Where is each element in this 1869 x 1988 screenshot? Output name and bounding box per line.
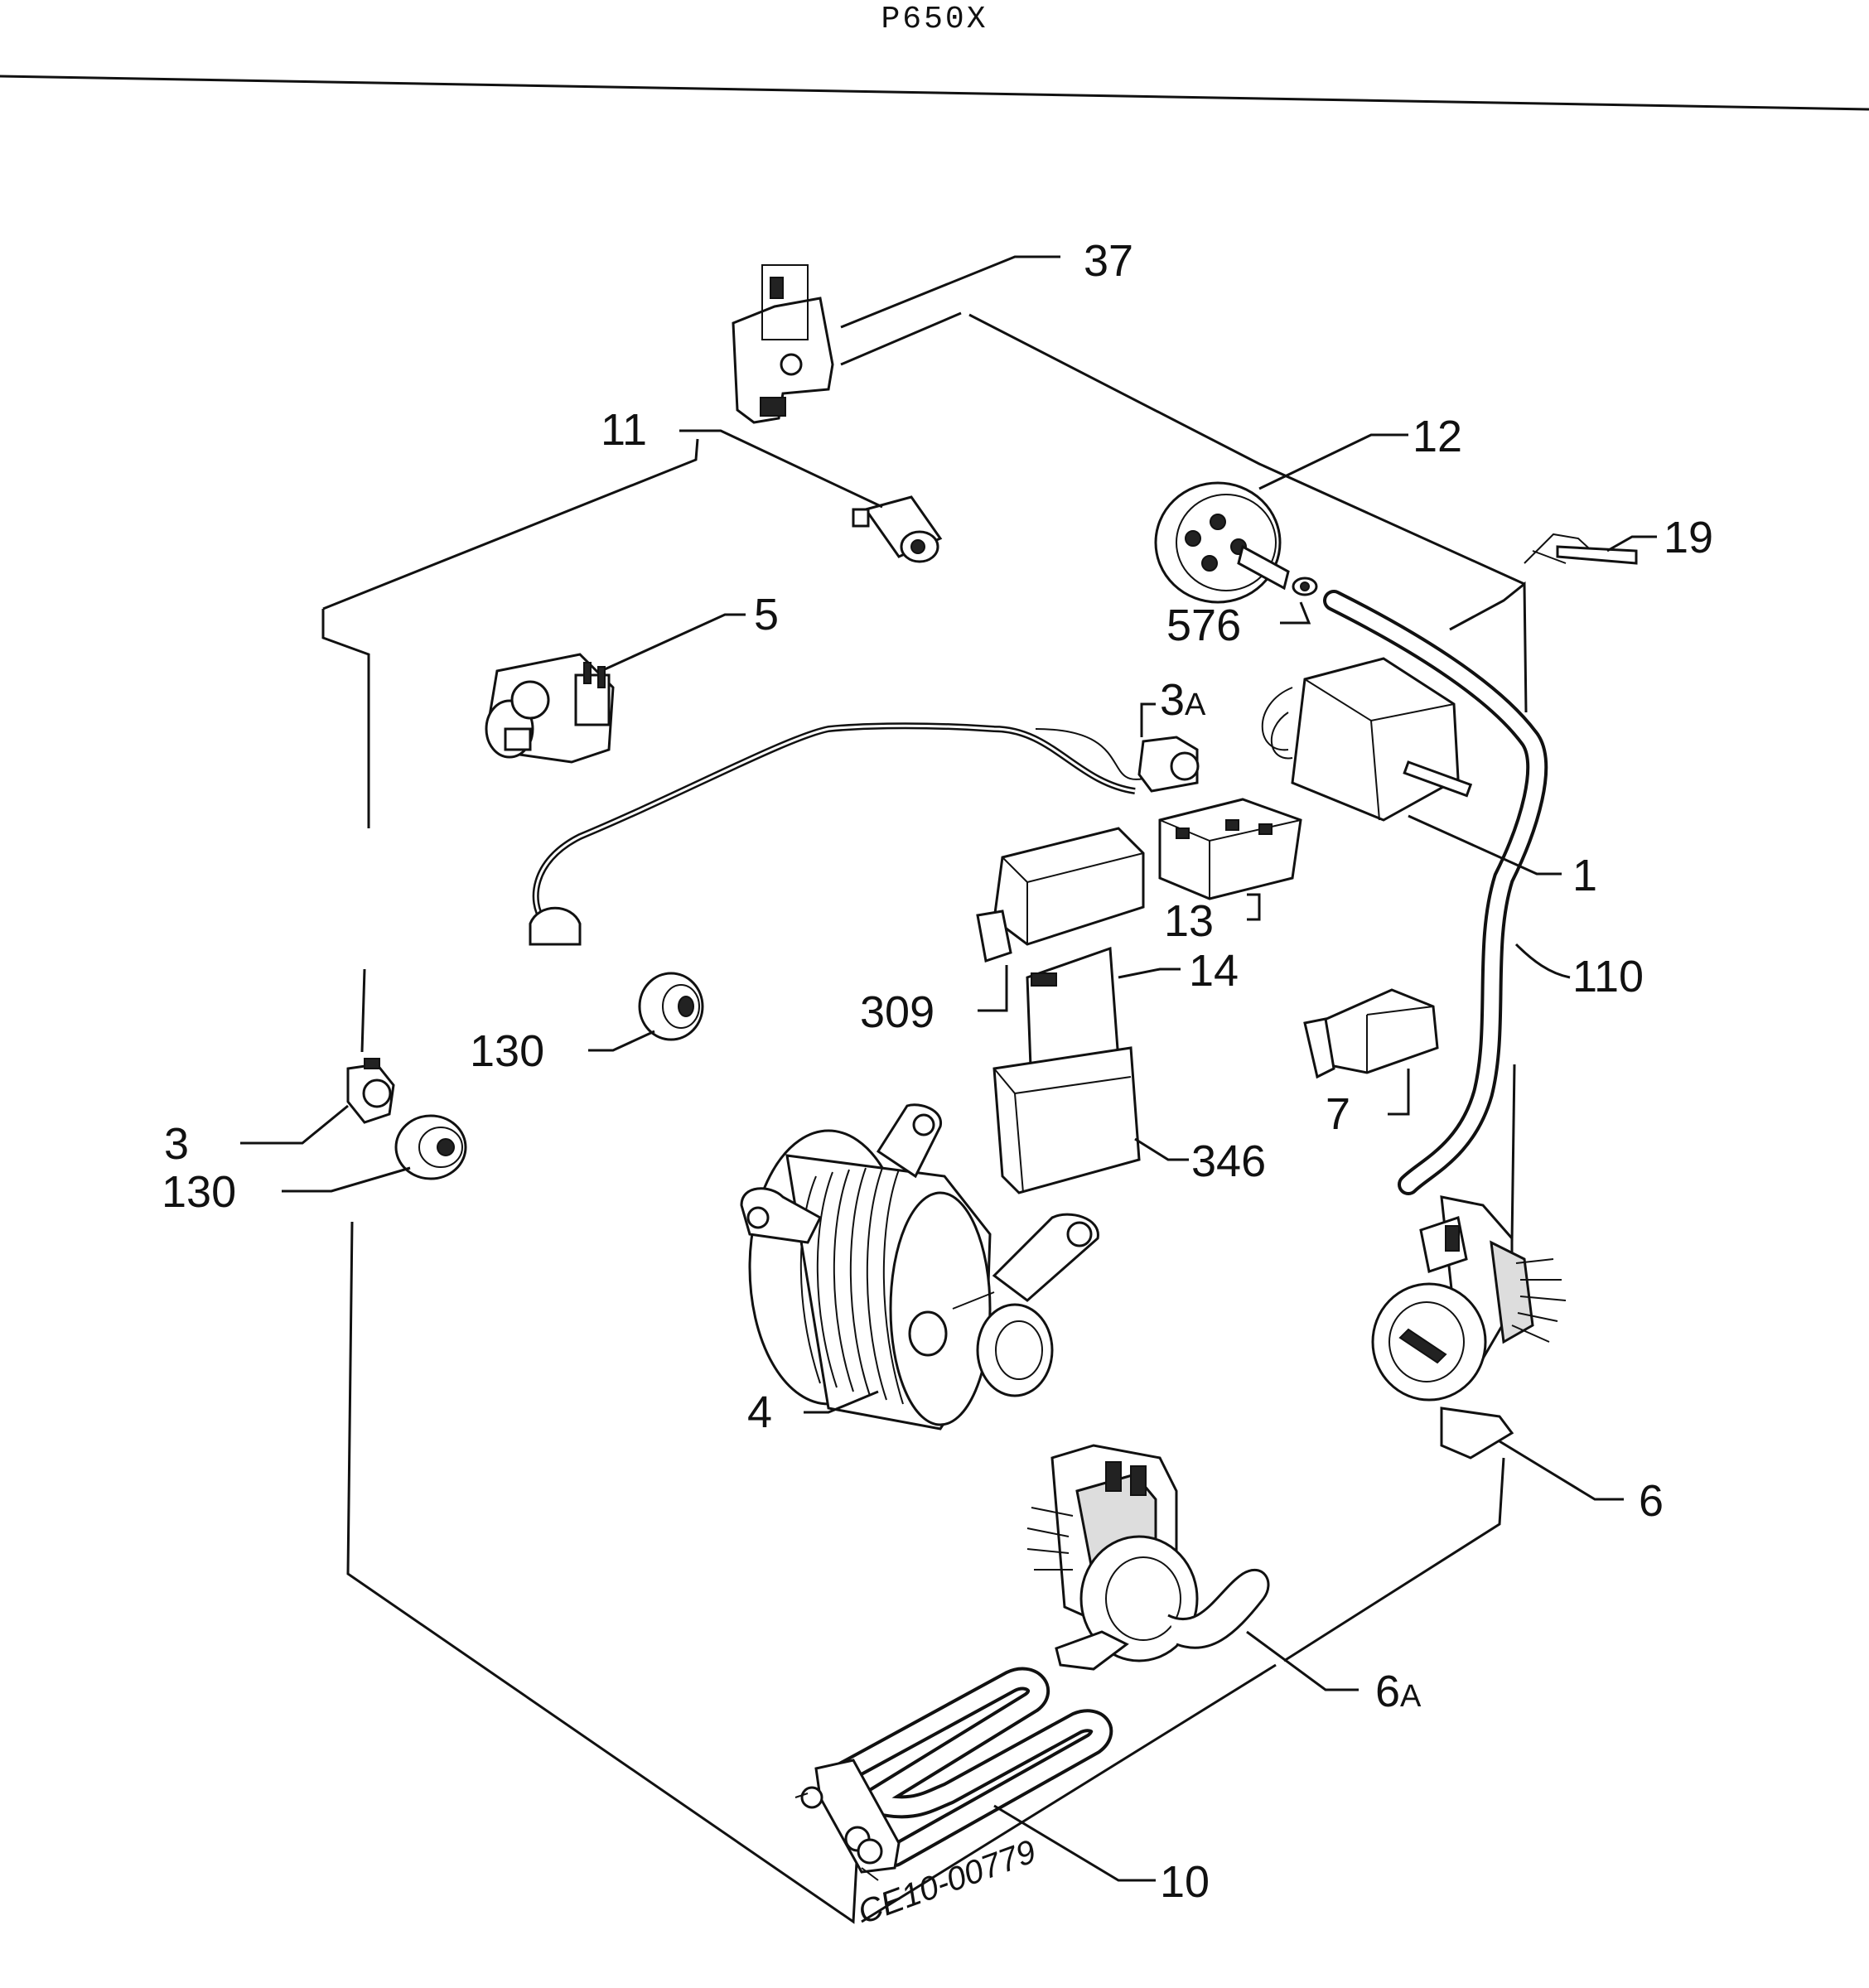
leader-12 [1258, 433, 1408, 490]
label-10: 10 [1160, 1857, 1210, 1907]
leader-6a [1246, 1630, 1359, 1691]
header-rule [0, 75, 1869, 111]
part-10-heating-element [794, 1667, 1113, 1881]
leader-3a [1140, 702, 1156, 737]
label-3a: 3A [1160, 678, 1205, 722]
leader-346 [1134, 1137, 1189, 1161]
label-5: 5 [754, 590, 780, 639]
label-309: 309 [860, 987, 935, 1037]
label-11: 11 [601, 405, 648, 455]
label-576: 576 [1166, 601, 1242, 650]
leader-576 [1280, 601, 1311, 625]
label-7: 7 [1326, 1089, 1351, 1139]
part-12-pressure-switch [1154, 481, 1290, 604]
leader-14 [1118, 967, 1181, 979]
part-1-programme-timer [1261, 657, 1473, 822]
leader-11 [679, 429, 883, 509]
part-346-housing [992, 1046, 1141, 1194]
label-6a-suffix: A [1400, 1679, 1422, 1714]
leader-6 [1499, 1440, 1624, 1501]
label-130-upper: 130 [470, 1026, 545, 1076]
label-4: 4 [747, 1387, 773, 1437]
part-7-interlock-switch [1303, 988, 1439, 1079]
label-37: 37 [1084, 236, 1134, 286]
leader-7 [1388, 1069, 1410, 1116]
leader-3 [240, 1104, 349, 1145]
part-110-hose [1323, 590, 1548, 1195]
label-3: 3 [164, 1119, 190, 1169]
part-3-thermostat [346, 1058, 395, 1124]
leader-110 [1514, 943, 1571, 979]
leader-10 [993, 1804, 1156, 1882]
leader-1 [1408, 814, 1562, 876]
part-5-inlet-valve [485, 653, 615, 764]
leader-5 [604, 613, 746, 671]
part-6-drain-pump [1371, 1195, 1567, 1460]
part-19-clip [1524, 533, 1638, 565]
part-309-cover [976, 827, 1145, 963]
part-130-grommet-lower [394, 1114, 467, 1180]
cabinet-outline [321, 311, 1528, 1924]
leader-309 [978, 965, 1008, 1012]
part-3a-thermostat [529, 722, 1200, 946]
label-110: 110 [1572, 952, 1644, 1001]
part-4-motor [740, 1103, 1099, 1431]
label-6: 6 [1639, 1476, 1664, 1526]
label-130-lower: 130 [162, 1167, 237, 1217]
label-14: 14 [1189, 946, 1239, 996]
label-12: 12 [1413, 412, 1463, 461]
part-576-connector [1292, 577, 1318, 596]
part-11-suppressor [852, 495, 943, 563]
part-37-door-interlock [732, 264, 834, 424]
leader-13 [1247, 893, 1261, 921]
leader-130-upper [588, 1030, 655, 1052]
label-6a-number: 6 [1375, 1667, 1401, 1716]
part-6a-circulation-pump [1026, 1444, 1270, 1671]
leader-19 [1606, 535, 1657, 552]
leader-130-lower [282, 1166, 411, 1193]
page-title: P650X [881, 2, 988, 37]
leader-37 [840, 255, 1060, 329]
label-3a-suffix: A [1185, 688, 1206, 722]
part-130-grommet-upper [638, 972, 704, 1041]
label-6a: 6A [1375, 1669, 1421, 1714]
label-1: 1 [1572, 851, 1598, 900]
part-13-push-button-switch [1158, 798, 1302, 900]
label-19: 19 [1664, 513, 1714, 562]
label-13: 13 [1164, 896, 1215, 946]
label-3a-number: 3 [1160, 675, 1186, 725]
label-346: 346 [1191, 1136, 1267, 1186]
leader-4 [804, 1390, 879, 1414]
